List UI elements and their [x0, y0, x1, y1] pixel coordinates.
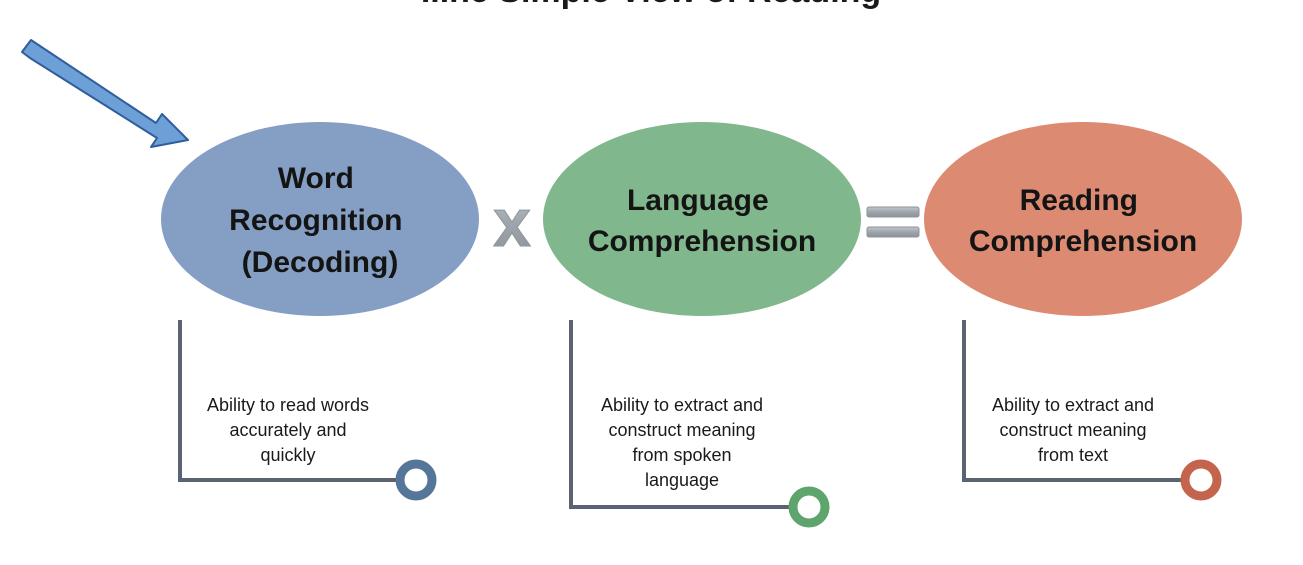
- ring-icon: [788, 486, 830, 528]
- component-reading-comprehension: Reading Comprehension: [924, 122, 1242, 501]
- page-title: ...he Simple View of Reading: [421, 0, 881, 10]
- reading-comprehension-description: Ability to extract and construct meaning…: [991, 395, 1155, 465]
- arrow-icon: [21, 39, 189, 148]
- multiply-operator: x: [493, 185, 531, 261]
- ring-icon: [1180, 459, 1222, 501]
- connector-line: [178, 320, 398, 482]
- component-language-comprehension: Language Comprehension: [543, 122, 861, 528]
- oval-label: Language Comprehension: [588, 184, 816, 258]
- language-comprehension-oval: [543, 122, 861, 316]
- connector-line: [569, 320, 790, 509]
- oval-label-line: Comprehension: [969, 225, 1197, 258]
- oval-label-line: Comprehension: [588, 225, 816, 258]
- oval-label-line: Recognition: [229, 204, 402, 237]
- oval-label-line: (Decoding): [242, 246, 399, 279]
- oval-label-line: Reading: [1020, 184, 1138, 217]
- component-word-recognition: Word Recognition (Decoding): [161, 122, 479, 501]
- oval-label-line: Language: [627, 184, 769, 217]
- oval-label: Word Recognition (Decoding): [229, 162, 411, 279]
- connector-line: [962, 320, 1182, 482]
- oval-label-line: Word: [278, 162, 354, 195]
- equals-icon: [866, 206, 920, 238]
- reading-comprehension-oval: [924, 122, 1242, 316]
- multiply-icon: x: [493, 185, 532, 262]
- word-recognition-oval: [161, 122, 479, 316]
- language-comprehension-description: Ability to extract and construct meaning…: [600, 395, 764, 490]
- word-recognition-description: Ability to read words accurately and qui…: [206, 395, 370, 465]
- ring-icon: [395, 459, 437, 501]
- oval-label: Reading Comprehension: [969, 184, 1197, 258]
